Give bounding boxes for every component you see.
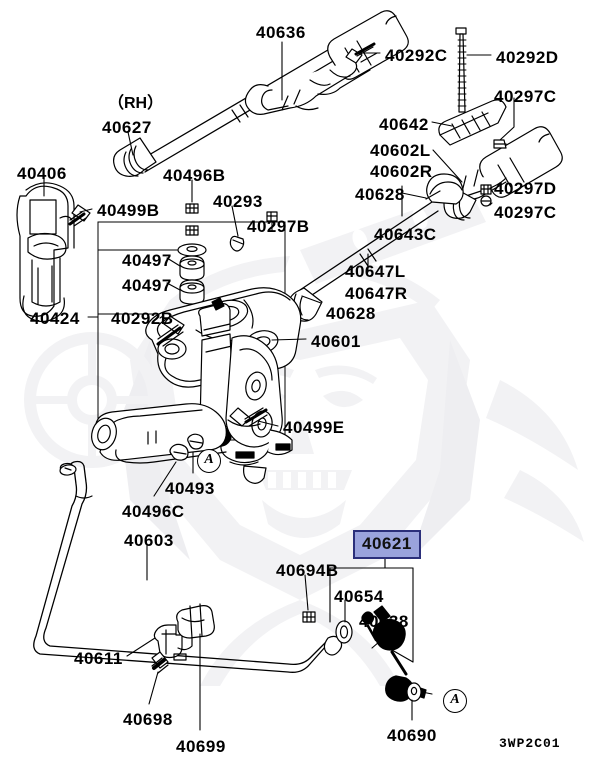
part-label-40499E[interactable]: 40499E bbox=[283, 418, 345, 437]
part-label-40627[interactable]: 40627 bbox=[102, 118, 152, 137]
reference-marker-a-lower: A bbox=[443, 689, 467, 713]
part-label-40602L[interactable]: 40602L bbox=[370, 141, 431, 160]
part-bracket-40406 bbox=[16, 182, 75, 323]
part-label-40292C[interactable]: 40292C bbox=[385, 46, 448, 65]
part-label-40694B[interactable]: 40694B bbox=[276, 561, 339, 580]
part-40293-bushing bbox=[229, 235, 245, 252]
part-label-40493[interactable]: 40493 bbox=[165, 479, 215, 498]
part-nut-40297B bbox=[266, 211, 278, 222]
part-label-40602R[interactable]: 40602R bbox=[370, 162, 433, 181]
part-label-40292B[interactable]: 40292B bbox=[111, 309, 174, 328]
part-label-40642[interactable]: 40642 bbox=[379, 115, 429, 134]
part-label-40643C[interactable]: 40643C bbox=[374, 225, 437, 244]
part-label-40647R[interactable]: 40647R bbox=[345, 284, 408, 303]
part-label-40297C-upper[interactable]: 40297C bbox=[494, 87, 557, 106]
part-label-40424[interactable]: 40424 bbox=[30, 309, 80, 328]
part-label-40654[interactable]: 40654 bbox=[334, 587, 384, 606]
part-label-40628-upper[interactable]: 40628 bbox=[355, 185, 405, 204]
part-label-40496C[interactable]: 40496C bbox=[122, 502, 185, 521]
part-label-40497-lower[interactable]: 40497 bbox=[122, 276, 172, 295]
part-washer-40690 bbox=[406, 682, 422, 702]
part-label-40297D[interactable]: 40297D bbox=[494, 179, 557, 198]
part-label-40621-highlighted[interactable]: 40621 bbox=[353, 530, 421, 559]
part-label-40603[interactable]: 40603 bbox=[124, 531, 174, 550]
part-bolt-40292C bbox=[345, 42, 378, 64]
part-long-bolt-40292D bbox=[455, 27, 467, 113]
part-bracket-40611 bbox=[153, 624, 193, 661]
part-bolt-40698 bbox=[151, 651, 169, 674]
part-label-40292D[interactable]: 40292D bbox=[496, 48, 559, 67]
part-label-40638[interactable]: 40638 bbox=[359, 612, 409, 631]
part-label-40297B[interactable]: 40297B bbox=[247, 217, 310, 236]
part-label-40699[interactable]: 40699 bbox=[176, 737, 226, 756]
part-bumper-40642 bbox=[438, 99, 507, 146]
part-label-40406[interactable]: 40406 bbox=[17, 164, 67, 183]
part-label-40690[interactable]: 40690 bbox=[387, 726, 437, 745]
part-label-40293[interactable]: 40293 bbox=[213, 192, 263, 211]
part-label-40497-upper[interactable]: 40497 bbox=[122, 251, 172, 270]
part-label-40698[interactable]: 40698 bbox=[123, 710, 173, 729]
part-label-40636[interactable]: 40636 bbox=[256, 23, 306, 42]
label-rh-side-note: （RH） bbox=[108, 95, 164, 112]
part-label-40499B[interactable]: 40499B bbox=[97, 201, 160, 220]
part-bolt-40499B bbox=[68, 204, 91, 227]
part-label-40601[interactable]: 40601 bbox=[311, 332, 361, 351]
part-label-40647L[interactable]: 40647L bbox=[345, 262, 406, 281]
part-label-40297C-lower[interactable]: 40297C bbox=[494, 203, 557, 222]
part-label-40496B[interactable]: 40496B bbox=[163, 166, 226, 185]
diagram-code: 3WP2C01 bbox=[499, 736, 561, 751]
part-label-40628-lower[interactable]: 40628 bbox=[326, 304, 376, 323]
part-label-40611[interactable]: 40611 bbox=[74, 649, 123, 668]
reference-marker-a-upper: A bbox=[197, 449, 221, 473]
